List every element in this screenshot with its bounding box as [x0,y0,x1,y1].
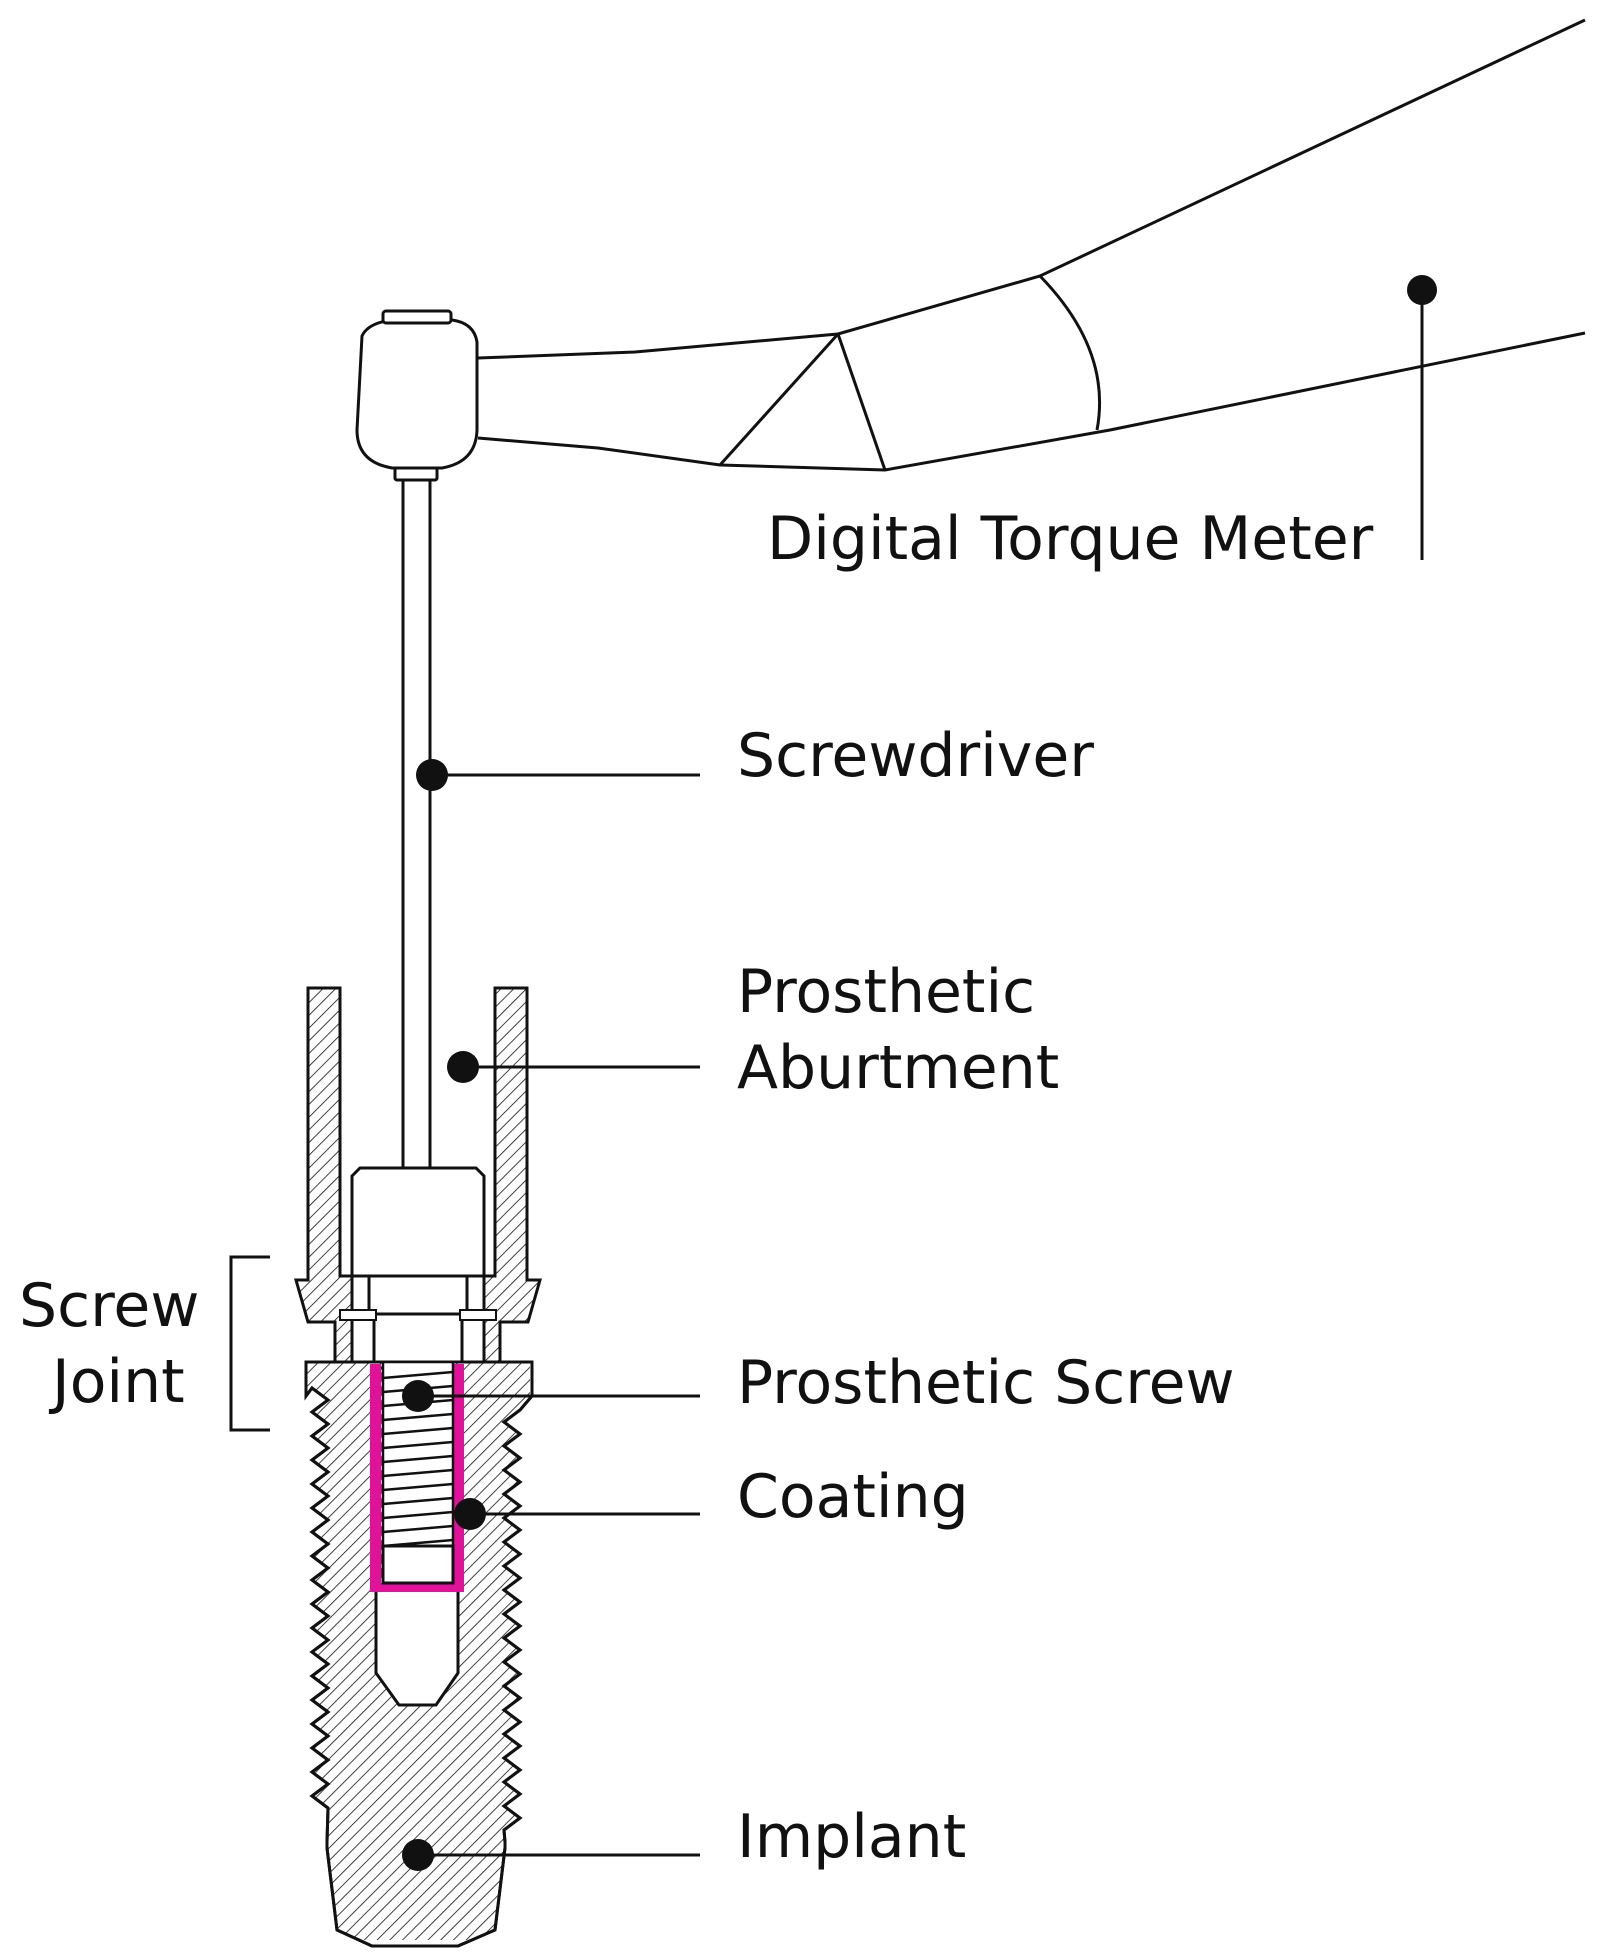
abutment-marker [447,1051,479,1083]
screw-thread-line [382,1496,454,1506]
prosthetic-screw-marker [402,1380,434,1412]
screwdriver-shaft [401,478,432,1170]
screw-thread-line [382,1482,454,1492]
prosthetic-abutment [294,986,542,1364]
screw-tip [381,1544,455,1585]
screwdriver-marker [416,759,448,791]
screw-thread-line [382,1468,454,1478]
torque-meter-marker [1407,275,1437,305]
label-prosthetic-abutment-line2: Aburtment [737,1033,1059,1103]
label-screw-joint-line1: Screw [19,1271,199,1341]
label-coating: Coating [737,1462,969,1532]
implant-marker [402,1839,434,1871]
label-implant: Implant [737,1802,966,1872]
prosthetic-screw [350,1166,486,1364]
screw-thread-line [382,1440,454,1450]
label-screwdriver: Screwdriver [737,721,1094,791]
screw-thread-line [382,1454,454,1464]
torque-meter-handpiece [355,18,1586,560]
coating-layer [370,1364,464,1592]
leader-lines [418,773,700,1857]
screw-thread-line [382,1370,454,1380]
label-screw-joint-line2: Joint [48,1347,185,1417]
screw-thread-line [382,1524,454,1534]
screw-thread-line [382,1510,454,1520]
screw-joint-bracket [229,1255,270,1432]
coating-marker [454,1498,486,1530]
label-digital-torque-meter: Digital Torque Meter [767,504,1374,574]
screw-thread-line [382,1412,454,1422]
label-prosthetic-abutment-line1: Prosthetic [737,957,1035,1027]
label-prosthetic-screw: Prosthetic Screw [737,1348,1235,1418]
screw-thread-line [382,1426,454,1436]
